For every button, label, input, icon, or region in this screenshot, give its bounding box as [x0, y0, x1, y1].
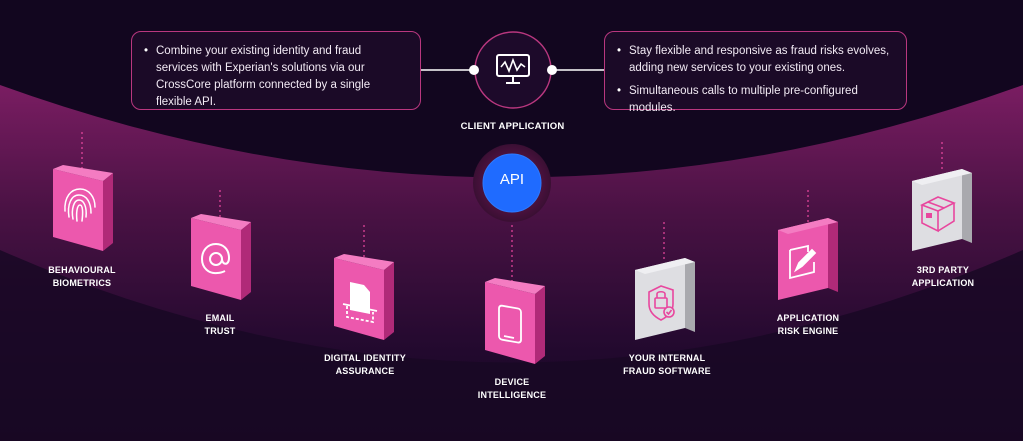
- module-label-line2: INTELLIGENCE: [477, 389, 547, 400]
- module-label-line1: DIGITAL IDENTITY: [324, 353, 406, 363]
- module-label-digital-identity-assurance: DIGITAL IDENTITY ASSURANCE: [310, 352, 420, 377]
- left-info-box: Combine your existing identity and fraud…: [131, 31, 421, 110]
- module-label-line1: APPLICATION: [776, 313, 840, 323]
- module-label-line1: EMAIL: [205, 313, 235, 323]
- tablet-icon: [498, 304, 522, 344]
- left-connector-dot: [469, 65, 479, 75]
- application-risk-engine-cube: [778, 218, 838, 300]
- module-label-internal-fraud-software: YOUR INTERNAL FRAUD SOFTWARE: [612, 352, 722, 377]
- module-label-email-trust: EMAIL TRUST: [170, 312, 270, 337]
- module-label-line2: RISK ENGINE: [777, 325, 839, 336]
- module-label-third-party-application: 3RD PARTY APPLICATION: [893, 264, 993, 289]
- api-label: API: [499, 171, 525, 188]
- device-intelligence-cube: [485, 278, 545, 364]
- shield-lock-icon: [648, 285, 675, 321]
- module-label-line2: ASSURANCE: [335, 365, 395, 376]
- monitor-waveform-icon: [496, 54, 530, 84]
- module-label-line2: APPLICATION: [911, 277, 975, 288]
- left-info-bullet: Combine your existing identity and fraud…: [142, 43, 406, 111]
- client-application-node: [469, 31, 557, 109]
- right-info-bullet-2: Simultaneous calls to multiple pre-confi…: [615, 83, 892, 117]
- module-label-behavioural-biometrics: BEHAVIOURAL BIOMETRICS: [32, 264, 132, 289]
- edit-pen-icon: [789, 244, 817, 280]
- module-label-line1: 3RD PARTY: [916, 265, 970, 275]
- internal-fraud-software-cube: [635, 258, 695, 340]
- package-box-icon: [920, 196, 956, 233]
- module-label-line1: DEVICE: [494, 377, 530, 387]
- digital-identity-assurance-cube: [334, 254, 394, 340]
- fingerprint-icon: [64, 188, 96, 222]
- client-application-label: CLIENT APPLICATION: [460, 121, 565, 132]
- module-label-line2: TRUST: [204, 325, 236, 336]
- id-scan-document-icon: [342, 282, 378, 324]
- third-party-application-cube: [912, 169, 972, 251]
- module-label-line2: FRAUD SOFTWARE: [623, 365, 711, 376]
- behavioural-biometrics-cube: [53, 165, 113, 251]
- right-info-box: Stay flexible and responsive as fraud ri…: [604, 31, 907, 114]
- module-label-device-intelligence: DEVICE INTELLIGENCE: [462, 376, 562, 401]
- module-label-application-risk-engine: APPLICATION RISK ENGINE: [758, 312, 858, 337]
- module-label-line1: BEHAVIOURAL: [48, 265, 116, 275]
- api-node: [473, 144, 551, 222]
- at-sign-icon: [200, 242, 231, 275]
- module-label-line1: YOUR INTERNAL: [628, 353, 706, 363]
- right-info-bullet-1: Stay flexible and responsive as fraud ri…: [615, 43, 892, 77]
- email-trust-cube: [191, 214, 251, 300]
- module-label-line2: BIOMETRICS: [52, 277, 112, 288]
- right-connector-dot: [547, 65, 557, 75]
